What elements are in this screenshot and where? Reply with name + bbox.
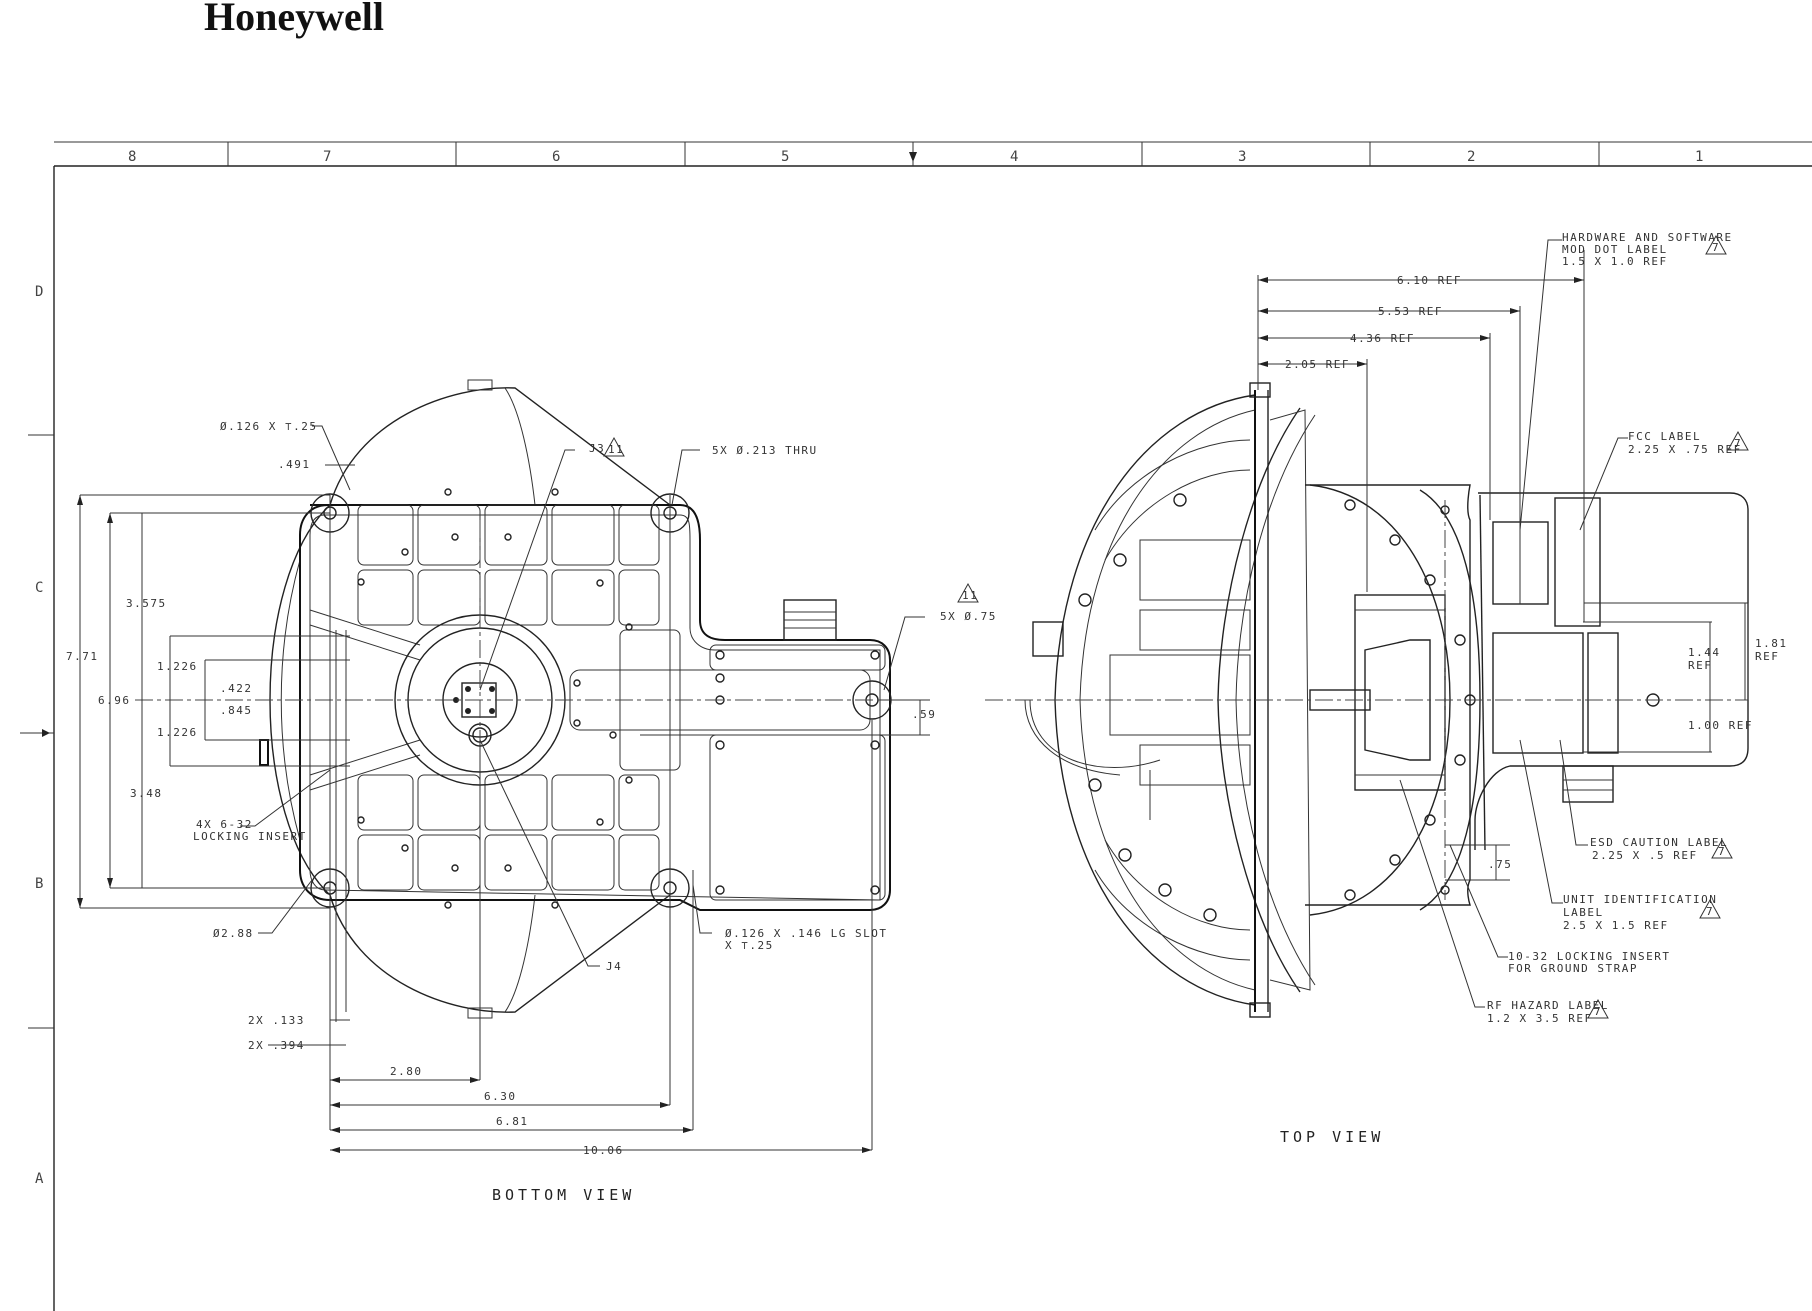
dim-205-ref: 2.05 REF [1285, 358, 1350, 371]
dim-422: .422 [220, 682, 253, 695]
callout-fcc-label: FCC LABEL [1628, 430, 1701, 443]
dim-59: .59 [912, 708, 936, 721]
dim-436-ref: 4.36 REF [1350, 332, 1415, 345]
dim-181: 1.81 [1755, 637, 1788, 650]
drawing-border [20, 141, 1812, 1311]
bottom-view-callouts: Ø.126 X ⊤.25 .491 J3 11 5X Ø.213 THRU 3.… [66, 420, 997, 1204]
dim-144-ref: REF [1688, 659, 1712, 672]
zone-col-4: 4 [1010, 149, 1018, 165]
callout-hole-dia-top: Ø.126 X ⊤.25 [220, 420, 317, 433]
callout-unit-id-label-2: LABEL [1563, 906, 1604, 919]
callout-j3-flag: 11 [608, 443, 624, 456]
callout-locking-insert-qty: 4X 6-32 [196, 818, 253, 831]
zone-labels: 8 7 6 5 4 3 2 1 D C B A [35, 149, 1703, 1187]
callout-fcc-size: 2.25 X .75 REF [1628, 443, 1742, 456]
callout-slot-depth: X ⊤.25 [725, 939, 774, 952]
callout-j4: J4 [606, 960, 622, 973]
callout-mod-dot-label: MOD DOT LABEL [1562, 243, 1668, 256]
dim-144: 1.44 [1688, 646, 1721, 659]
callout-flag-7a: 7 [1712, 241, 1720, 254]
dim-100-ref: 1.00 REF [1688, 719, 1753, 732]
zone-col-1: 1 [1695, 149, 1703, 165]
top-view-title: TOP VIEW [1280, 1128, 1384, 1146]
dim-2x-394: 2X .394 [248, 1039, 305, 1052]
zone-row-c: C [35, 580, 43, 596]
callout-flag-7c: 7 [1718, 845, 1726, 858]
callout-flag-11: 11 [962, 589, 978, 602]
top-view-callouts: 6.10 REF 5.53 REF 4.36 REF 2.05 REF HARD… [1280, 231, 1788, 1146]
zone-col-5: 5 [781, 149, 789, 165]
dim-610-ref: 6.10 REF [1397, 274, 1462, 287]
honeywell-logo: Honeywell [204, 0, 384, 39]
bottom-view-dimensions [77, 425, 930, 1153]
callout-flag-7b: 7 [1734, 437, 1742, 450]
bottom-view-title: BOTTOM VIEW [492, 1186, 635, 1204]
callout-ground-strap: FOR GROUND STRAP [1508, 962, 1638, 975]
dim-1226-upper: 1.226 [157, 660, 198, 673]
callout-flag-7d: 7 [1706, 905, 1714, 918]
bottom-view: Ø.126 X ⊤.25 .491 J3 11 5X Ø.213 THRU 3.… [66, 379, 997, 1204]
zone-col-2: 2 [1467, 149, 1475, 165]
callout-slot: Ø.126 X .146 LG SLOT [725, 927, 887, 940]
zone-row-b: B [35, 876, 43, 892]
dim-75: .75 [1488, 858, 1512, 871]
callout-ground-insert: 10-32 LOCKING INSERT [1508, 950, 1670, 963]
callout-esd-size: 2.25 X .5 REF [1592, 849, 1698, 862]
callout-bosses: 5X Ø.75 [940, 610, 997, 623]
callout-rf-hazard-label: RF HAZARD LABEL [1487, 999, 1609, 1012]
dim-1006: 10.06 [583, 1144, 624, 1157]
bottom-view-centerlines [135, 495, 930, 1150]
dim-1226-lower: 1.226 [157, 726, 198, 739]
callout-flag-7e: 7 [1594, 1005, 1602, 1018]
callout-rf-hazard-size: 1.2 X 3.5 REF [1487, 1012, 1593, 1025]
zone-col-8: 8 [128, 149, 136, 165]
zone-row-d: D [35, 284, 43, 300]
dim-681: 6.81 [496, 1115, 529, 1128]
callout-hw-sw-label: HARDWARE AND SOFTWARE [1562, 231, 1733, 244]
dim-348: 3.48 [130, 787, 163, 800]
dim-280: 2.80 [390, 1065, 423, 1078]
top-view-centerlines [985, 500, 1748, 900]
callout-unit-id-size: 2.5 X 1.5 REF [1563, 919, 1669, 932]
zone-col-3: 3 [1238, 149, 1246, 165]
callout-dia-288: Ø2.88 [213, 927, 254, 940]
dim-181-ref: REF [1755, 650, 1779, 663]
callout-491: .491 [278, 458, 311, 471]
top-view-dimensions [1257, 239, 1749, 1008]
callout-j3: J3 [589, 442, 605, 455]
zone-col-7: 7 [323, 149, 331, 165]
dim-553-ref: 5.53 REF [1378, 305, 1443, 318]
dim-696: 6.96 [98, 694, 131, 707]
callout-locking-insert: LOCKING INSERT [193, 830, 307, 843]
zone-col-6: 6 [552, 149, 560, 165]
dim-2x-133: 2X .133 [248, 1014, 305, 1027]
dim-845: .845 [220, 704, 253, 717]
top-view: 6.10 REF 5.53 REF 4.36 REF 2.05 REF HARD… [985, 231, 1788, 1146]
callout-esd-label: ESD CAUTION LABEL [1590, 836, 1728, 849]
dim-630: 6.30 [484, 1090, 517, 1103]
callout-holes-thru: 5X Ø.213 THRU [712, 444, 818, 457]
callout-mod-dot-size: 1.5 X 1.0 REF [1562, 255, 1668, 268]
dim-771: 7.71 [66, 650, 99, 663]
callout-unit-id-label: UNIT IDENTIFICATION [1563, 893, 1717, 906]
bottom-view-plate [259, 488, 892, 1130]
dim-3575: 3.575 [126, 597, 167, 610]
zone-row-a: A [35, 1171, 44, 1187]
